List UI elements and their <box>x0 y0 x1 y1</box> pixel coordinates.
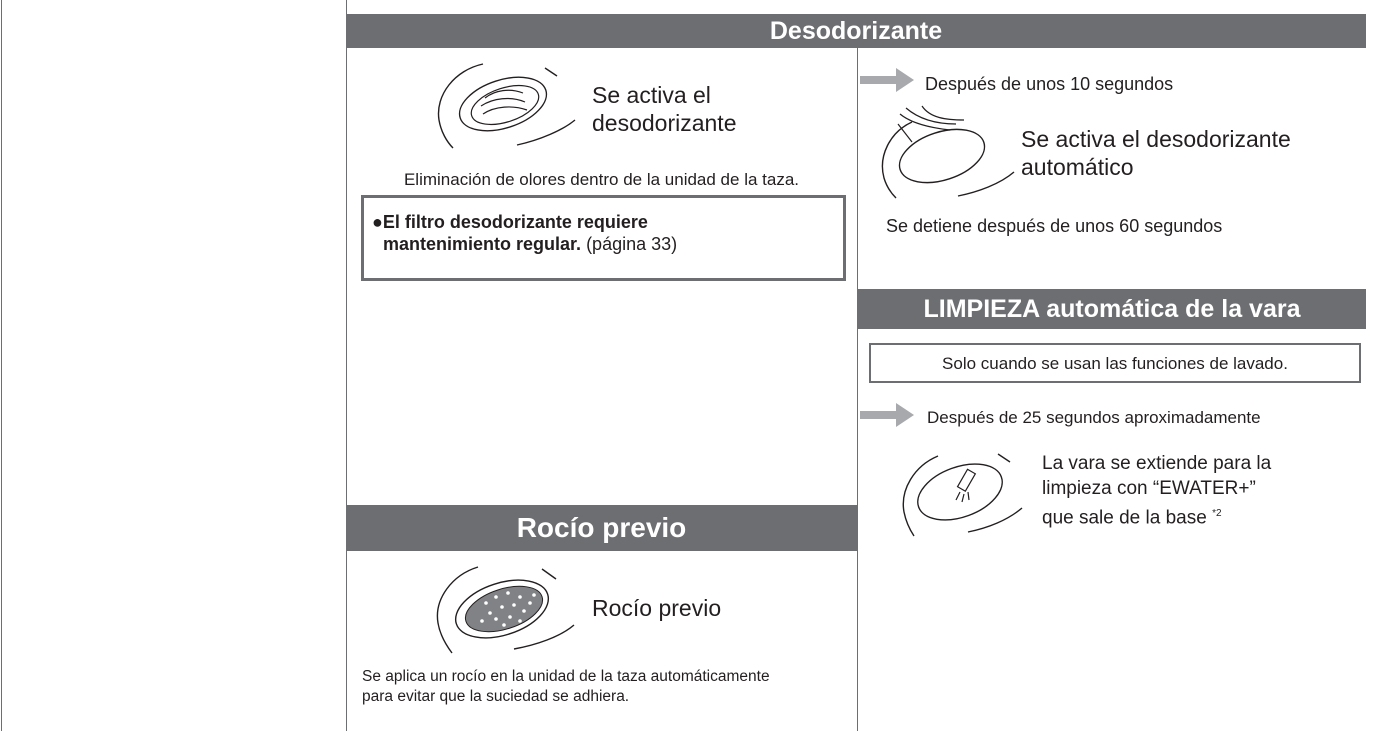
bullet: ● <box>372 212 383 232</box>
wand-cleaning-header-text: LIMPIEZA automática de la vara <box>923 294 1301 323</box>
arrow-right-icon <box>860 403 914 427</box>
footnote-marker: *2 <box>1212 508 1222 519</box>
note-bold-line1: El filtro desodorizante requiere <box>382 212 648 232</box>
toilet-wand-icon <box>902 453 1023 537</box>
pre-mist-header: Rocío previo <box>346 505 857 551</box>
pre-mist-description: Se aplica un rocío en la unidad de la ta… <box>362 668 770 705</box>
wand-cleaning-callout: La vara se extiende para la limpieza con… <box>1042 453 1272 529</box>
deodorizer-header: Desodorizante <box>346 14 1366 48</box>
wand-cleaning-condition-box: Solo cuando se usan las funciones de lav… <box>869 343 1361 383</box>
table-left-border <box>346 0 347 731</box>
page-reference: (página 33) <box>586 234 678 254</box>
deodorizer-description: Eliminación de olores dentro de la unida… <box>403 170 800 189</box>
auto-deodorizer-step-label: Después de unos 10 segundos <box>925 74 1174 94</box>
page-left-margin-line <box>1 0 2 731</box>
deodorizer-header-text: Desodorizante <box>769 16 943 45</box>
toilet-bowl-mist-icon <box>436 566 575 654</box>
toilet-bowl-deodorizer-icon <box>437 63 576 149</box>
pre-mist-header-text: Rocío previo <box>516 512 687 543</box>
deodorizer-maintenance-note: ●El filtro desodorizante requiere manten… <box>361 195 846 281</box>
deodorizer-callout: Se activa el desodorizante <box>592 82 737 136</box>
arrow-right-icon <box>860 68 914 92</box>
wand-cleaning-condition: Solo cuando se usan las funciones de lav… <box>942 354 1288 373</box>
table-column-divider <box>857 48 858 731</box>
note-bold-line2: mantenimiento regular. <box>383 234 582 254</box>
toilet-bowl-airflow-icon <box>881 105 1015 199</box>
auto-deodorizer-callout: Se activa el desodorizante automático <box>1021 126 1291 180</box>
auto-deodorizer-stop-text: Se detiene después de unos 60 segundos <box>886 216 1223 236</box>
pre-mist-callout: Rocío previo <box>592 595 722 621</box>
wand-cleaning-header: LIMPIEZA automática de la vara <box>858 289 1366 329</box>
wand-cleaning-step-label: Después de 25 segundos aproximadamente <box>927 408 1261 427</box>
